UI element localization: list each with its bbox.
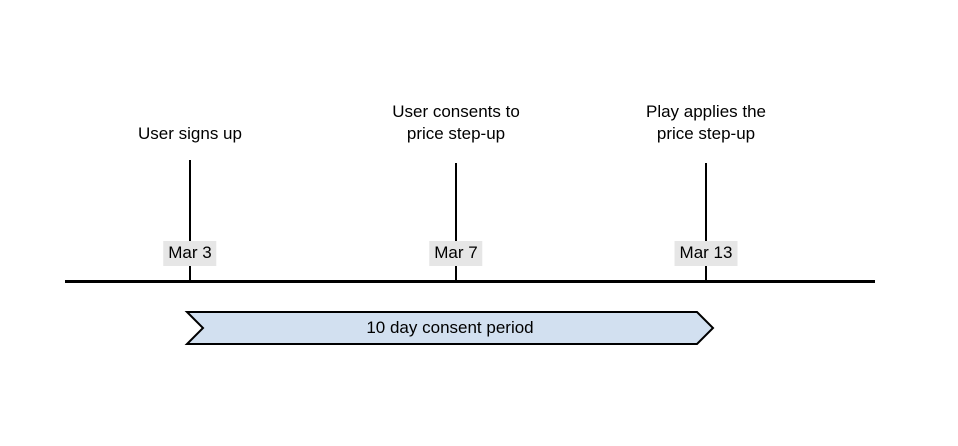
marker-stem-signup: [189, 160, 191, 281]
marker-stem-apply: [705, 163, 707, 281]
marker-label-consent: User consents to price step-up: [392, 101, 520, 145]
marker-date-apply: Mar 13: [674, 241, 738, 266]
timeline-axis: [65, 280, 875, 283]
marker-label-line: Play applies the: [645, 102, 767, 121]
consent-period-banner: 10 day consent period: [184, 311, 715, 345]
marker-label-apply: Play applies the price step-up: [646, 101, 766, 145]
marker-label-line: User consents to: [392, 102, 520, 121]
marker-stem-consent: [455, 163, 457, 281]
marker-label-signup: User signs up: [138, 123, 242, 145]
marker-label-line: price step-up: [406, 124, 506, 143]
marker-date-signup: Mar 3: [163, 241, 217, 266]
consent-period-arrow-shape: [184, 311, 715, 345]
marker-date-consent: Mar 7: [429, 241, 483, 266]
marker-label-line: User signs up: [138, 124, 242, 143]
marker-label-line: price step-up: [656, 124, 756, 143]
